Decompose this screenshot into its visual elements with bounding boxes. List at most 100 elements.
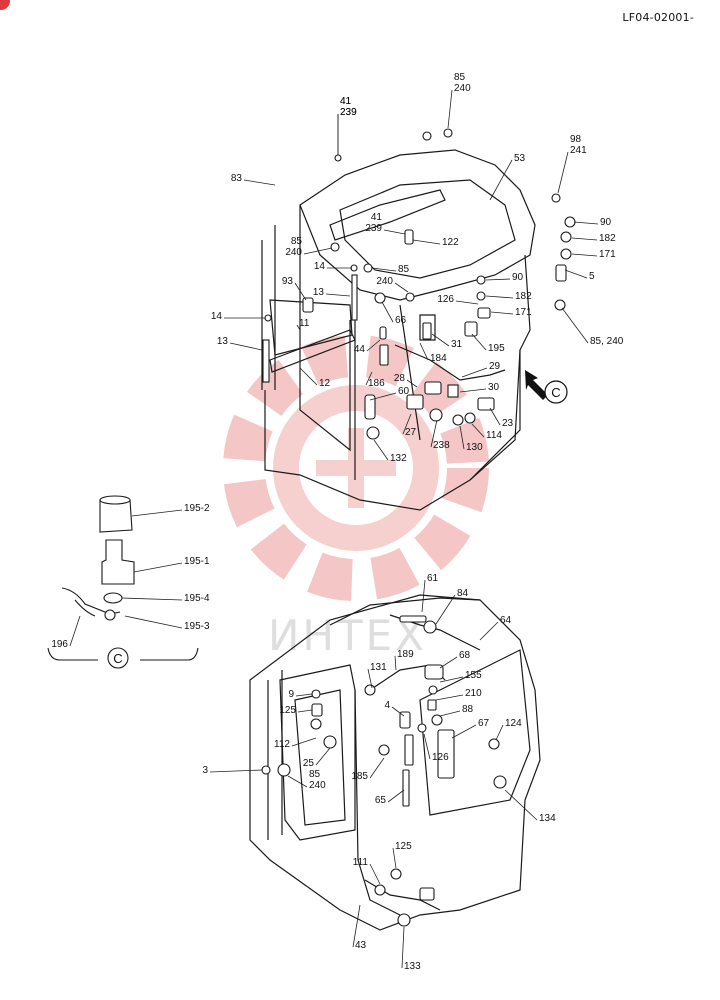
- upper-callout-label: 27: [405, 427, 417, 438]
- upper-leader-line: [573, 221, 599, 225]
- upper-leader-line: [373, 439, 389, 461]
- rubber-cap: [99, 499, 133, 533]
- upper-cab-assembly: [261, 149, 536, 511]
- upper-callout-label: 126: [437, 294, 454, 305]
- upper-leader-line: [485, 295, 514, 299]
- upper-callout-label: 186: [368, 378, 385, 389]
- lower-cab-assembly: [249, 594, 541, 931]
- inset-leader-line: [124, 615, 183, 629]
- upper-callout-label: 23: [502, 418, 514, 429]
- upper-leader-line: [455, 300, 479, 305]
- upper-leader-line: [461, 367, 488, 378]
- upper-leader-line: [485, 278, 511, 281]
- upper-leader-line: [229, 342, 263, 351]
- lower-leader-line: [451, 724, 477, 739]
- cab-shell-outline: [249, 594, 541, 931]
- upper-leader-line: [412, 239, 441, 245]
- upper-callout-label: 114: [486, 430, 502, 441]
- inset-bracket: [47, 647, 199, 661]
- upper-leader-line: [381, 301, 394, 323]
- upper-callout-label: 60: [398, 386, 410, 397]
- roof-outline: [299, 149, 536, 301]
- document-code: LF04-02001-: [622, 11, 694, 24]
- upper-callout-label: 31: [451, 339, 463, 350]
- roof-hatch: [329, 189, 446, 241]
- lower-leader-line: [435, 694, 464, 701]
- rear-wall: [469, 254, 531, 481]
- upper-leader-line: [430, 419, 438, 448]
- lower-leader-line: [439, 656, 458, 669]
- bracket: [419, 314, 436, 341]
- upper-callout-label: 122: [442, 237, 459, 248]
- lower-callout-label: 88: [462, 704, 474, 715]
- upper-callout-label: 238: [433, 440, 450, 451]
- lower-leader-line: [369, 757, 385, 779]
- lower-callout-label: 65: [375, 795, 387, 806]
- lower-callout-label: 185: [351, 771, 368, 782]
- lower-leader-line: [391, 706, 405, 717]
- upper-callout-label: 195: [488, 343, 505, 354]
- inset-callout-label: 195-3: [184, 621, 210, 632]
- corner-badge: [0, 0, 10, 10]
- upper-leader-line: [489, 407, 501, 426]
- upper-callout-label: 44: [354, 344, 366, 355]
- lower-leader-line: [392, 847, 397, 869]
- left-front-pillar: [261, 225, 276, 390]
- upper-callout-label: 85, 240: [590, 336, 624, 347]
- upper-callout-label: 132: [390, 453, 407, 464]
- upper-callout-label: 29: [489, 361, 501, 372]
- lower-leader-line: [479, 621, 499, 641]
- upper-callout-label: 130: [466, 442, 483, 453]
- inset-leader-line: [69, 615, 81, 647]
- upper-callout-label: 171: [599, 249, 616, 260]
- rear-window: [419, 649, 531, 816]
- front-pillar: [267, 670, 283, 840]
- watermark-text: ИНТЕХ: [268, 611, 427, 660]
- upper-callout-label: 11: [299, 318, 310, 329]
- upper-leader-line: [365, 371, 373, 386]
- inset-view-c: C: [47, 495, 199, 669]
- lower-leader-line: [352, 904, 361, 948]
- upper-leader-line: [561, 307, 589, 344]
- upper-leader-line: [394, 282, 409, 293]
- lower-leader-line: [401, 926, 405, 969]
- upper-leader-line: [419, 342, 429, 361]
- inset-leader-line: [133, 562, 183, 573]
- upper-leader-line: [489, 159, 513, 201]
- upper-leader-line: [471, 333, 487, 351]
- upper-callout-label: 90: [600, 217, 612, 228]
- lower-callout-label: 124: [505, 718, 522, 729]
- inset-callout-label: 195-1: [184, 556, 210, 567]
- lower-leader-line: [421, 579, 426, 613]
- damper-harness: [61, 587, 121, 617]
- lower-leader-line: [315, 747, 331, 766]
- inner-frame: [294, 689, 346, 826]
- upper-leader-line: [243, 179, 276, 186]
- upper-callout-label: 13: [217, 336, 229, 347]
- lower-leader-line: [287, 775, 308, 788]
- upper-callout-label: 184: [430, 353, 447, 364]
- lower-leader-line: [369, 863, 381, 885]
- lower-callout-label: 210: [465, 688, 482, 699]
- upper-callout-label: 240: [376, 276, 393, 287]
- lower-callout-label: 126: [432, 752, 449, 763]
- lower-leader-line: [295, 693, 313, 697]
- upper-leader-line: [431, 333, 450, 347]
- inset-callout-label: 195-2: [184, 503, 210, 514]
- lower-callout-label: 84: [457, 588, 469, 599]
- wire: [394, 344, 506, 381]
- lower-leader-line: [439, 676, 464, 683]
- upper-callout-label: 14: [211, 311, 223, 322]
- upper-leader-line: [571, 237, 598, 241]
- lower-callout-label: 125: [395, 841, 412, 852]
- upper-leader-line: [459, 388, 487, 393]
- upper-leader-line: [383, 229, 406, 235]
- upper-callout-label: 30: [488, 382, 500, 393]
